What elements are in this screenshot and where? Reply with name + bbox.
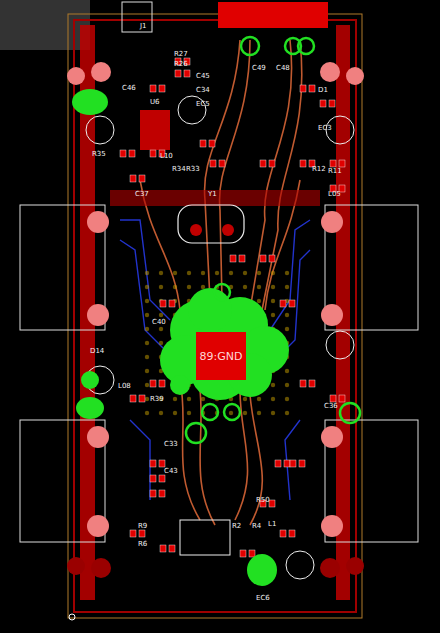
designator: R35 bbox=[92, 150, 106, 158]
designator: R9 bbox=[138, 522, 147, 530]
designator: J1 bbox=[140, 22, 147, 30]
designator: R12 bbox=[312, 165, 326, 173]
designator: C43 bbox=[164, 467, 178, 475]
designator: R34 bbox=[172, 165, 186, 173]
designator: EC5 bbox=[196, 100, 210, 108]
designator: L10 bbox=[160, 152, 173, 160]
designator: R4 bbox=[252, 522, 261, 530]
designator: R26 bbox=[174, 60, 188, 68]
designator: C37 bbox=[135, 190, 149, 198]
designator: C36 bbox=[324, 402, 338, 410]
designator: C49 bbox=[252, 64, 266, 72]
designator: EC3 bbox=[318, 124, 332, 132]
designator: U6 bbox=[150, 98, 160, 106]
net-name: 89:GND bbox=[200, 350, 243, 363]
designator: C45 bbox=[196, 72, 210, 80]
designator: R2 bbox=[232, 522, 241, 530]
designator: R39 bbox=[150, 395, 164, 403]
designator: D1 bbox=[318, 86, 328, 94]
designator: Y1 bbox=[208, 190, 217, 198]
designator: L05 bbox=[328, 190, 341, 198]
designator: D14 bbox=[90, 347, 104, 355]
designator: L08 bbox=[118, 382, 131, 390]
designator: EC6 bbox=[256, 594, 270, 602]
designator: R27 bbox=[174, 50, 188, 58]
designator: C40 bbox=[152, 318, 166, 326]
designator: C48 bbox=[276, 64, 290, 72]
designator: R11 bbox=[328, 167, 342, 175]
designator: R50 bbox=[256, 496, 270, 504]
designator: L1 bbox=[268, 520, 276, 528]
designator: C34 bbox=[196, 86, 210, 94]
gnd-pad: 89:GND bbox=[196, 332, 246, 380]
designator: C46 bbox=[122, 84, 136, 92]
designator: C33 bbox=[164, 440, 178, 448]
designator: R33 bbox=[186, 165, 200, 173]
designator: R6 bbox=[138, 540, 147, 548]
